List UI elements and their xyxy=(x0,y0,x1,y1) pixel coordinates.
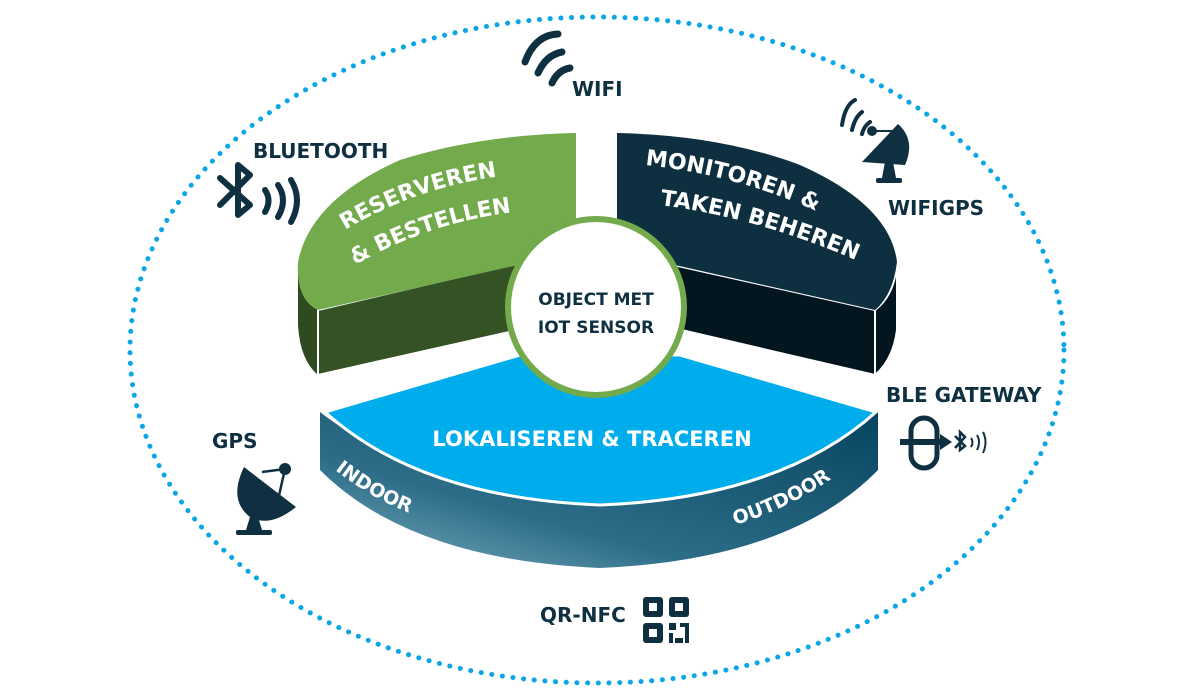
satellite-dish-wifi-icon xyxy=(840,98,910,183)
satellite-dish-icon xyxy=(236,463,296,535)
segment-lokaliseren-side xyxy=(320,412,878,568)
bluetooth-label: BLUETOOTH xyxy=(253,139,388,163)
gps-label: GPS xyxy=(212,429,257,453)
segment-monitoren[interactable] xyxy=(617,133,897,310)
bluetooth-icon xyxy=(217,162,300,225)
qr-code-icon xyxy=(643,597,689,643)
wifi-label: WIFI xyxy=(572,77,623,101)
segment-lokaliseren-title: LOKALISEREN & TRACEREN xyxy=(432,427,751,451)
connectivity-ellipse xyxy=(127,14,1067,686)
center-line1: OBJECT MET xyxy=(538,290,654,310)
ble-gateway-icon xyxy=(900,415,987,471)
wifi-icon xyxy=(521,30,574,87)
segment-monitoren-side xyxy=(874,261,898,378)
qr-nfc-label: QR-NFC xyxy=(540,603,626,627)
segment-reserveren[interactable] xyxy=(297,133,576,310)
segment-lokaliseren[interactable] xyxy=(322,353,880,507)
ble-gateway-label: BLE GATEWAY xyxy=(886,383,1042,407)
wifigps-label: WIFIGPS xyxy=(888,196,984,220)
center-object-circle[interactable] xyxy=(505,216,687,398)
center-line2: IOT SENSOR xyxy=(538,318,654,338)
segment-reserveren-side xyxy=(298,262,318,375)
